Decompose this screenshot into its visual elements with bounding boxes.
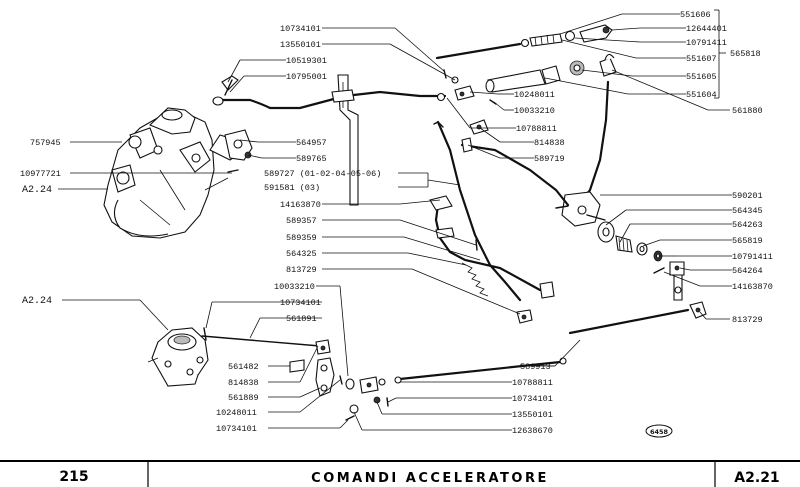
label-589359: 589359: [286, 233, 317, 243]
label-10734101-bottom: 10734101: [216, 424, 257, 434]
label-590201: 590201: [732, 191, 763, 201]
page-title: COMANDI ACCELERATORE: [311, 471, 549, 486]
label-589765: 589765: [296, 154, 327, 164]
label-a224-lower: A2.24: [22, 296, 52, 307]
label-10734101-mid: 10734101: [280, 298, 321, 308]
figure-code: 6458: [650, 428, 669, 436]
label-10519301: 10519301: [286, 56, 327, 66]
label-561891: 561891: [286, 314, 317, 324]
page-footer: 215 COMANDI ACCELERATORE A2.21: [0, 460, 800, 487]
support-bracket: [331, 74, 359, 206]
label-10734101-top: 10734101: [280, 24, 321, 34]
label-13550101-top: 13550101: [280, 40, 321, 50]
label-10788811-lower: 10788811: [512, 378, 553, 388]
label-10795001: 10795001: [286, 72, 327, 82]
lower-left-pump-drawing: [147, 327, 209, 387]
label-551607: 551607: [686, 54, 717, 64]
lever-561889: [315, 357, 335, 397]
clevis-10248011: [454, 85, 497, 105]
label-14163870-right: 14163870: [732, 282, 773, 292]
label-a224-top: A2.24: [22, 185, 52, 196]
label-12638670: 12638670: [512, 426, 553, 436]
pump-lever-assembly: [224, 129, 253, 173]
figure-code-badge: 6458: [645, 424, 673, 438]
long-rod-589913: [394, 308, 690, 384]
label-591581: 591581 (03): [264, 183, 320, 193]
label-589727: 589727 (01-02-04-05-06): [264, 169, 381, 179]
label-565819: 565819: [732, 236, 763, 246]
label-10734101-lower-right: 10734101: [512, 394, 553, 404]
label-10791411-right: 10791411: [732, 252, 773, 262]
label-589913: 589913: [520, 362, 551, 372]
injection-pump-drawing: [103, 107, 243, 239]
label-589357: 589357: [286, 216, 317, 226]
label-564345: 564345: [732, 206, 763, 216]
clip-813729-center: [516, 309, 533, 324]
label-551605: 551605: [686, 72, 717, 82]
upper-linkage-rod: [212, 75, 447, 110]
rod-561891: [201, 327, 331, 355]
right-washers-springs: [597, 221, 685, 301]
label-561889: 561889: [228, 393, 259, 403]
page-number: 215: [59, 469, 88, 485]
label-565818: 565818: [730, 49, 761, 59]
label-14163870-center: 14163870: [280, 200, 321, 210]
label-10977721: 10977721: [20, 169, 61, 179]
label-10248011-top: 10248011: [514, 90, 555, 100]
part-labels: 551606 12644401 10791411 551607 551605 5…: [20, 10, 773, 436]
label-813729-right: 813729: [732, 315, 763, 325]
label-814838-lower: 814838: [228, 378, 259, 388]
label-10033210-lower: 10033210: [274, 282, 315, 292]
label-551604: 551604: [686, 90, 717, 100]
label-564325: 564325: [286, 249, 317, 259]
lower-small-parts: [339, 375, 389, 421]
label-551606: 551606: [680, 10, 711, 20]
hand-throttle-assembly-565818: [435, 24, 617, 93]
label-561482: 561482: [228, 362, 259, 372]
label-589719: 589719: [534, 154, 565, 164]
leader-lines: [58, 9, 732, 431]
label-10791411-top: 10791411: [686, 38, 727, 48]
label-757945: 757945: [30, 138, 61, 148]
label-564264: 564264: [732, 266, 763, 276]
label-10788811-top: 10788811: [516, 124, 557, 134]
label-564263: 564263: [732, 220, 763, 230]
label-561880: 561880: [732, 106, 763, 116]
label-10033210-top: 10033210: [514, 106, 555, 116]
pedal-arm-589357: [429, 195, 555, 299]
clip-561482: [286, 359, 305, 373]
label-10248011-lower: 10248011: [216, 408, 257, 418]
label-12644401: 12644401: [686, 24, 727, 34]
main-hand-lever: [555, 80, 610, 227]
label-813729-center: 813729: [286, 265, 317, 275]
label-814838-top: 814838: [534, 138, 565, 148]
small-pins-top-left: [443, 69, 459, 84]
label-13550101-lower: 13550101: [512, 410, 553, 420]
section-code: A2.21: [734, 470, 779, 486]
label-564957: 564957: [296, 138, 327, 148]
